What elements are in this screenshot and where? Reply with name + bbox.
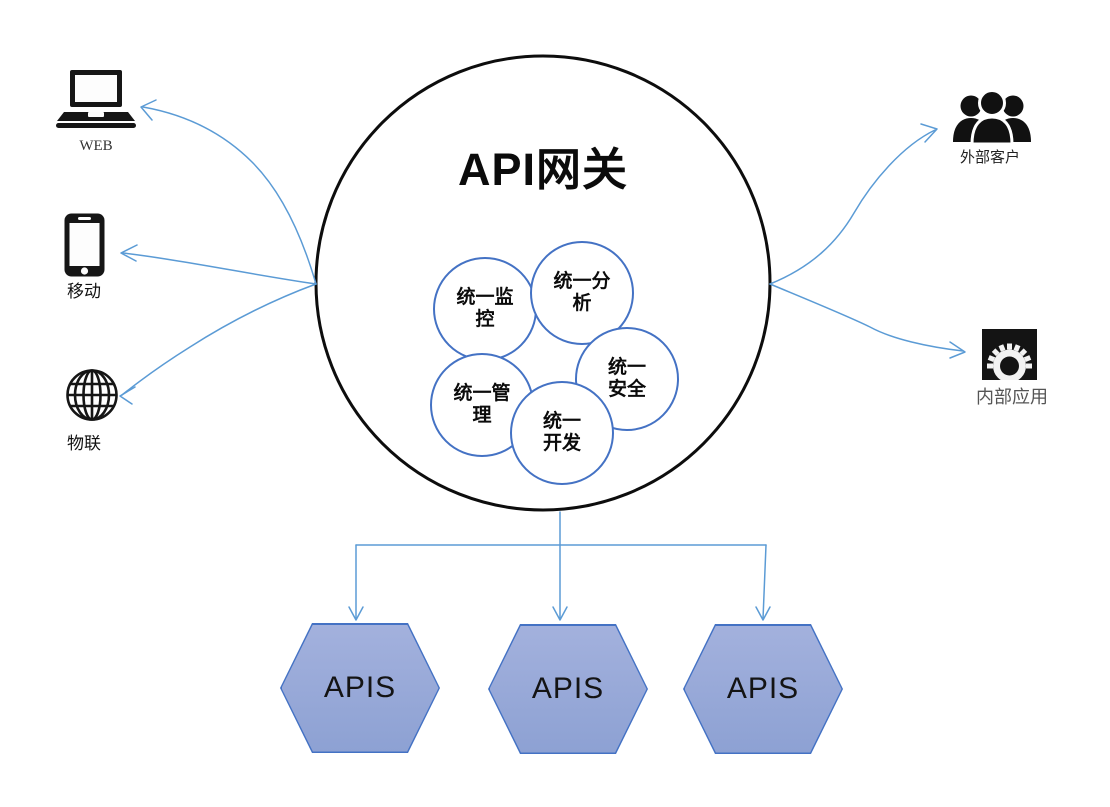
connector-drop-3: [762, 544, 767, 620]
globe-icon: [66, 369, 118, 421]
people-group-icon: [953, 89, 1031, 146]
connector-drop-2-head: [552, 606, 568, 621]
apis-hexagon-2-fill: APIS: [489, 625, 647, 753]
smartphone-icon: [64, 213, 105, 277]
diagram-title: API网关: [457, 144, 628, 195]
arrow-to-mobile-head: [120, 244, 138, 262]
connector-drop-1-head: [348, 606, 364, 621]
function-label-management: 统一管 理: [453, 382, 511, 426]
apis-hexagon-3: APIS: [683, 624, 843, 754]
apis-hexagon-3-fill: APIS: [684, 625, 842, 753]
arrow-to-external-customers: [769, 129, 936, 285]
function-circle-development: 统一 开发: [510, 381, 614, 485]
function-label-analysis: 统一分 析: [553, 270, 611, 314]
apis-hexagon-1-fill: APIS: [281, 624, 439, 752]
connector-drop-3-head: [755, 606, 771, 621]
apis-label-3: APIS: [726, 672, 800, 705]
arrow-to-external-customers-head: [920, 123, 938, 143]
arrow-to-mobile: [122, 252, 317, 285]
apis-label-1: APIS: [323, 671, 397, 704]
arrow-to-iot: [121, 283, 317, 396]
internal-apps-label: 内部应用: [976, 387, 1048, 407]
iot-label: 物联: [67, 434, 101, 453]
arrow-to-internal-apps-head: [949, 341, 966, 359]
function-label-monitoring: 统一监 控: [456, 286, 514, 330]
arrow-to-internal-apps: [769, 283, 964, 352]
arrow-to-web: [142, 106, 317, 285]
laptop-icon: [56, 70, 136, 128]
function-label-security: 统一 安全: [607, 356, 646, 400]
apis-label-2: APIS: [531, 672, 605, 705]
apis-hexagon-1: APIS: [280, 623, 440, 753]
arrow-to-web-head: [140, 99, 157, 121]
apis-hexagon-2: APIS: [488, 624, 648, 754]
web-label: WEB: [79, 138, 113, 154]
function-label-development: 统一 开发: [542, 410, 581, 454]
function-circle-monitoring: 统一监 控: [433, 257, 537, 361]
arrow-to-iot-head: [119, 386, 136, 405]
external-customers-label: 外部客户: [959, 149, 1020, 166]
gear-icon: [982, 329, 1037, 380]
mobile-label: 移动: [67, 282, 101, 301]
